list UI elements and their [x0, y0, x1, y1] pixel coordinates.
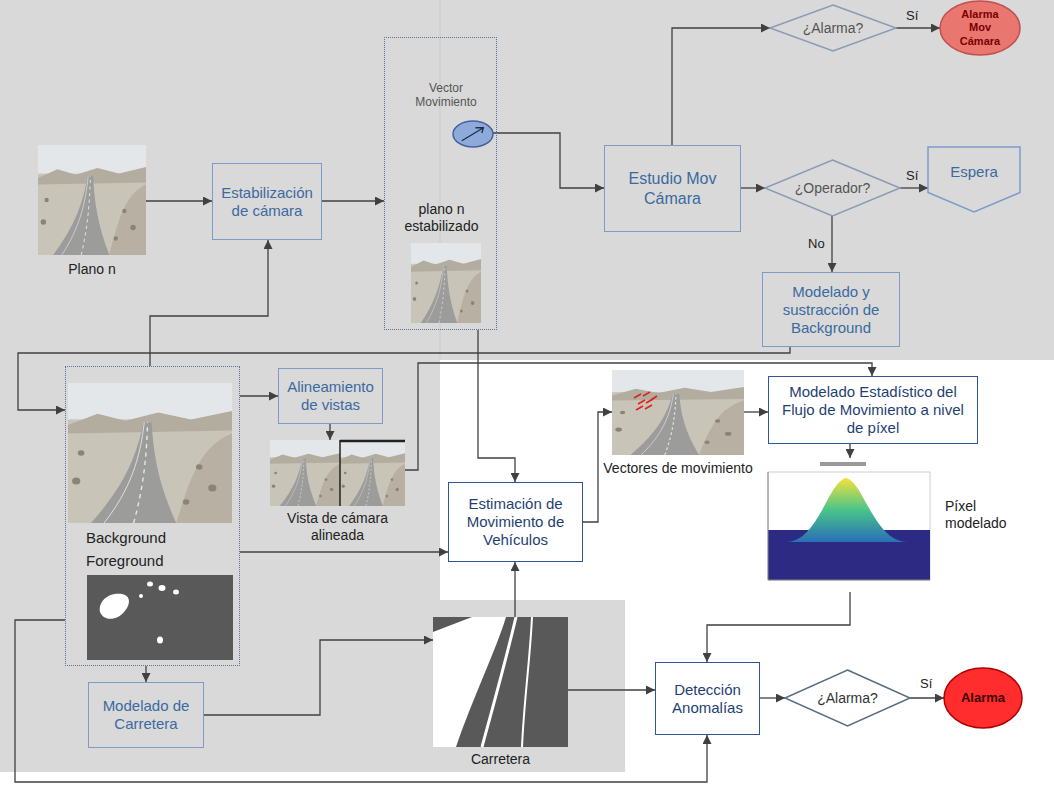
caption: Píxel modelado — [945, 498, 1030, 532]
edge-label: Sí — [906, 168, 918, 184]
road-mask — [433, 617, 568, 747]
process-box: Modelado Estadístico del Flujo de Movimi… — [768, 376, 978, 444]
connector-arrow — [514, 562, 515, 617]
caption: Vector Movimiento — [406, 81, 486, 110]
group-frame: plano n estabilizado Vector Movimiento — [384, 37, 497, 330]
decision-diamond: ¿Alarma? — [785, 670, 910, 726]
caption: Vectores de movimiento — [602, 460, 754, 477]
photo-frame: Carretera — [433, 617, 568, 747]
node-label: Detección Anomalías — [661, 681, 754, 717]
node-label: Estimación de Movimiento de Vehículos — [454, 495, 577, 549]
edge-label: Sí — [920, 676, 932, 692]
connector-arrow — [741, 187, 765, 188]
decision-diamond: ¿Alarma? — [770, 5, 896, 51]
node-label: Alarma — [961, 690, 1005, 706]
caption: Vista de cámara alineada — [262, 510, 413, 544]
grey-region — [0, 0, 1054, 360]
road-photo — [38, 145, 146, 255]
connector-arrow — [15, 620, 707, 782]
node-label: ¿Operador? — [795, 180, 870, 197]
node-label: Modelado y sustracción de Background — [769, 283, 893, 337]
node-label: ¿Alarma? — [803, 20, 864, 37]
photo-frame: Plano n — [38, 145, 146, 255]
alarm-circle: Alarma Mov Cámara — [940, 1, 1020, 55]
connector-arrow — [568, 689, 655, 690]
node-label: ¿Alarma? — [817, 690, 878, 707]
decision-diamond: ¿Operador? — [765, 160, 900, 216]
caption: Plano n — [30, 261, 154, 278]
node-label: Alineamiento de vistas — [284, 378, 377, 414]
process-box: Estabilización de cámara — [212, 163, 322, 240]
connector-arrow — [896, 27, 940, 28]
node-label: Estudio Mov Cámara — [613, 169, 733, 207]
foreground-mask — [87, 575, 233, 660]
caption: Foreground — [86, 552, 226, 570]
shape-outline — [453, 121, 493, 147]
connector-arrow — [240, 551, 448, 552]
connector-arrow — [707, 592, 850, 662]
connector-arrow — [146, 200, 212, 201]
connector-arrow — [493, 133, 604, 188]
node-label: Modelado de Carretera — [94, 697, 198, 733]
connector-arrow — [672, 28, 770, 145]
connector-arrow — [322, 200, 384, 201]
vector-ellipse: Vector Movimiento — [453, 121, 493, 147]
process-box: Modelado y sustracción de Background — [762, 272, 900, 347]
plot-frame: Píxel modelado — [754, 458, 938, 592]
node-label: Modelado Estadístico del Flujo de Movimi… — [774, 383, 972, 437]
node-label: Estabilización de cámara — [218, 184, 316, 220]
aligned-view — [270, 440, 405, 506]
photo-frame: Vectores de movimiento — [612, 370, 744, 455]
connector-arrow — [744, 411, 768, 412]
road-photo — [68, 383, 232, 523]
connector-arrow — [18, 347, 790, 410]
grey-region — [0, 360, 440, 772]
grey-region — [425, 600, 625, 772]
edge-label: Sí — [906, 8, 918, 24]
connector-arrow — [910, 697, 944, 698]
node-label: Alarma Mov Cámara — [953, 8, 1007, 48]
connector-arrow — [900, 187, 928, 188]
node-label: Espera — [950, 163, 998, 181]
connector-arrow — [849, 444, 850, 458]
caption: Background — [86, 529, 226, 547]
process-box: Alineamiento de vistas — [278, 368, 383, 424]
connector-arrow — [760, 697, 785, 698]
process-box: Modelado de Carretera — [88, 682, 204, 748]
motion-vectors-photo — [612, 370, 744, 455]
alarm-circle: Alarma — [944, 668, 1022, 728]
photo-frame: Vista de cámara alineada — [270, 440, 405, 506]
process-box: Detección Anomalías — [655, 662, 760, 735]
pixel-model-plot — [754, 458, 938, 592]
process-box: Estimación de Movimiento de Vehículos — [448, 482, 583, 562]
connector-arrow — [204, 640, 433, 715]
wait-shape: Espera — [928, 147, 1020, 212]
connector-arrow — [329, 424, 330, 440]
process-box: Estudio Mov Cámara — [604, 145, 741, 232]
connector-arrow — [478, 330, 515, 482]
connector-arrow — [145, 666, 146, 682]
connector-arrow — [831, 216, 832, 272]
caption: plano n estabilizado — [387, 201, 496, 235]
connector-arrow — [240, 395, 278, 396]
group-frame: BackgroundForeground — [65, 366, 240, 666]
connector-arrow — [150, 240, 268, 366]
road-photo — [411, 243, 481, 323]
edge-label: No — [808, 236, 825, 252]
caption: Carretera — [433, 751, 568, 768]
